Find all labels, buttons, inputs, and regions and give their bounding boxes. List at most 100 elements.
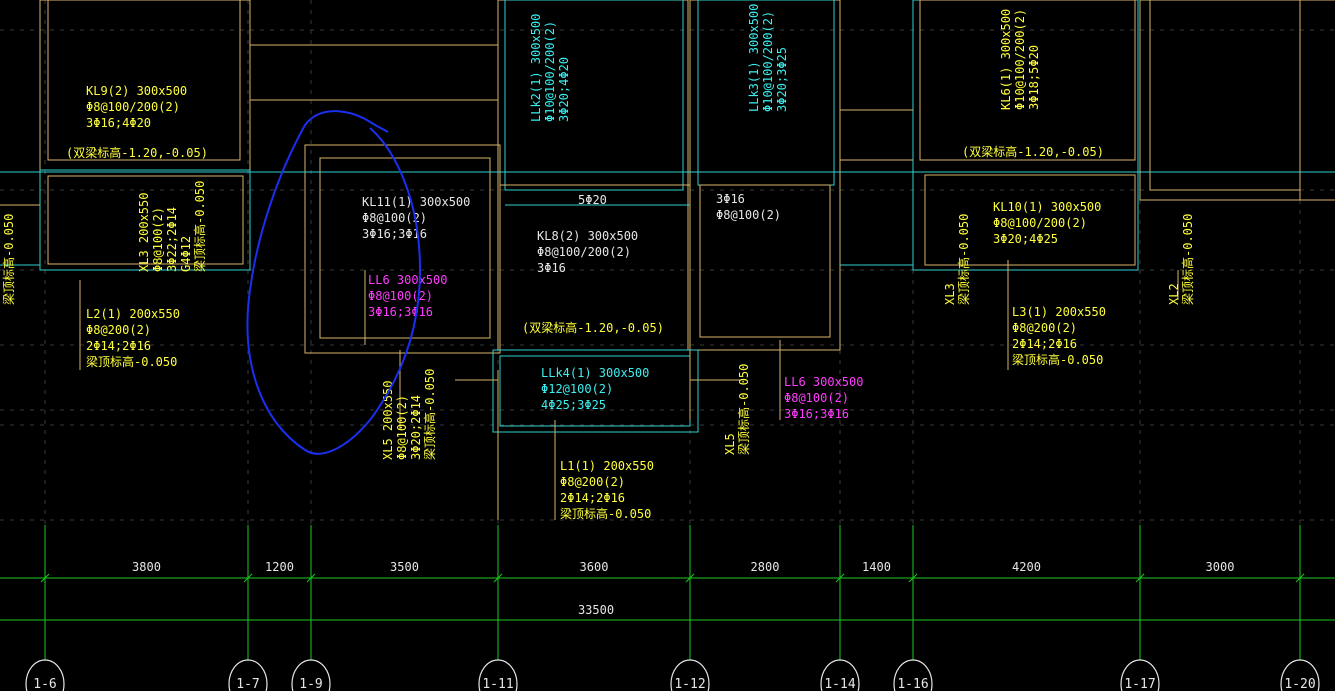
label-line: 3Φ16;3Φ16 [784, 407, 849, 421]
dim-tick [908, 573, 918, 583]
beam-outline [304, 144, 501, 354]
label-elev-left: (双梁标高-1.20,-0.05) [66, 145, 208, 160]
axis-label: 1-7 [236, 677, 259, 691]
axis-bubble-1-17: 1-17 [1120, 659, 1160, 691]
label-line: Φ10@100/200(2) [543, 21, 557, 122]
label-line: 3Φ20;2Φ14 [409, 395, 423, 460]
label-line: Φ12@100(2) [541, 382, 613, 396]
beam-outline [912, 0, 1139, 271]
axis-bubble-1-20: 1-20 [1280, 659, 1320, 691]
label-line: 梁顶标高-0.050 [956, 214, 971, 305]
axis-label: 1-12 [674, 677, 705, 691]
label-line: 梁顶标高-0.050 [86, 354, 177, 369]
total-dimension-text: 33500 [578, 603, 614, 617]
label-line: Φ8@100(2) [368, 289, 433, 303]
label-line: 梁顶标高-0.050 [192, 181, 207, 272]
label-line: Φ8@100(2) [716, 208, 781, 222]
label-line: Φ8@200(2) [1012, 321, 1077, 335]
label-line: L1(1) 200x550 [560, 459, 654, 473]
label-line: KL6(1) 300x500 [999, 9, 1013, 110]
beam-linework [0, 0, 1335, 520]
dimension-text: 3000 [1206, 560, 1235, 574]
label-line: Φ10@100/200(2) [1013, 9, 1027, 110]
axis-bubble-1-12: 1-12 [670, 659, 710, 691]
dim-tick [40, 573, 50, 583]
label-line: 3Φ18;5Φ20 [1027, 45, 1041, 110]
label-line: 梁顶标高-0.050 [1012, 352, 1103, 367]
dimension-text: 3500 [390, 560, 419, 574]
label-top5: 5Φ20 [578, 193, 607, 207]
dim-tick [835, 573, 845, 583]
dim-tick [1295, 573, 1305, 583]
label-line: XL3 [943, 283, 957, 305]
label-line: KL10(1) 300x500 [993, 200, 1101, 214]
axis-bubble-1-11: 1-11 [478, 659, 518, 691]
label-line: 3Φ16;4Φ20 [86, 116, 151, 130]
label-line: XL3 200x550 [137, 193, 151, 272]
label-line: 3Φ20;4Φ20 [557, 57, 571, 122]
label-line: Φ8@100(2) [362, 211, 427, 225]
label-line: XL5 [723, 433, 737, 455]
label-line: Φ8@100/200(2) [537, 245, 631, 259]
label-line: L2(1) 200x550 [86, 307, 180, 321]
label-line: 梁顶标高-0.050 [1, 214, 16, 305]
label-line: 3Φ16 [537, 261, 566, 275]
axis-bubble-1-7: 1-7 [228, 659, 268, 691]
label-l2: L2(1) 200x550Φ8@200(2)2Φ14;2Φ16梁顶标高-0.05… [86, 307, 180, 369]
dimension-text: 1400 [862, 560, 891, 574]
beam-outline [689, 0, 841, 351]
label-line: LLk2(1) 300x500 [529, 14, 543, 122]
dimension-lines [0, 525, 1335, 660]
dim-tick [493, 573, 503, 583]
beam-outline [919, 0, 1136, 161]
label-line: Φ8@100/200(2) [993, 216, 1087, 230]
label-elev-right: (双梁标高-1.20,-0.05) [962, 144, 1104, 159]
label-line: 3Φ16;3Φ16 [362, 227, 427, 241]
dimension-text: 3600 [580, 560, 609, 574]
label-line: 2Φ14;2Φ16 [560, 491, 625, 505]
dimension-text: 4200 [1012, 560, 1041, 574]
dim-tick [306, 573, 316, 583]
label-line: 5Φ20 [578, 193, 607, 207]
beam-outline [699, 184, 831, 338]
label-line: 3Φ20;4Φ25 [993, 232, 1058, 246]
label-line: L3(1) 200x550 [1012, 305, 1106, 319]
label-line: 梁顶标高-0.050 [560, 506, 651, 521]
label-line: LL6 300x500 [368, 273, 447, 287]
label-line: 梁顶标高-0.050 [1180, 214, 1195, 305]
dimension-text: 2800 [751, 560, 780, 574]
hand-annotation-loop [246, 110, 422, 455]
label-line: 2Φ14;2Φ16 [86, 339, 151, 353]
label-left-edge: 梁顶标高-0.050 [1, 214, 16, 305]
label-line: 4Φ25;3Φ25 [541, 398, 606, 412]
label-line: Φ8@100(2) [395, 395, 409, 460]
label-line: KL11(1) 300x500 [362, 195, 470, 209]
label-line: 3Φ16 [716, 192, 745, 206]
label-line: Φ8@100(2) [784, 391, 849, 405]
axis-bubble-1-14: 1-14 [820, 659, 860, 691]
label-line: (双梁标高-1.20,-0.05) [962, 144, 1104, 159]
axis-bubble-1-6: 1-6 [25, 659, 65, 691]
axis-label: 1-16 [897, 677, 928, 691]
dim-tick [1135, 573, 1145, 583]
dimension-text: 1200 [265, 560, 294, 574]
beam-outline [47, 0, 241, 161]
label-line: G4Φ12 [179, 236, 193, 272]
label-line: Φ8@200(2) [560, 475, 625, 489]
axis-bubble-1-16: 1-16 [893, 659, 933, 691]
label-line: 梁顶标高-0.050 [422, 369, 437, 460]
